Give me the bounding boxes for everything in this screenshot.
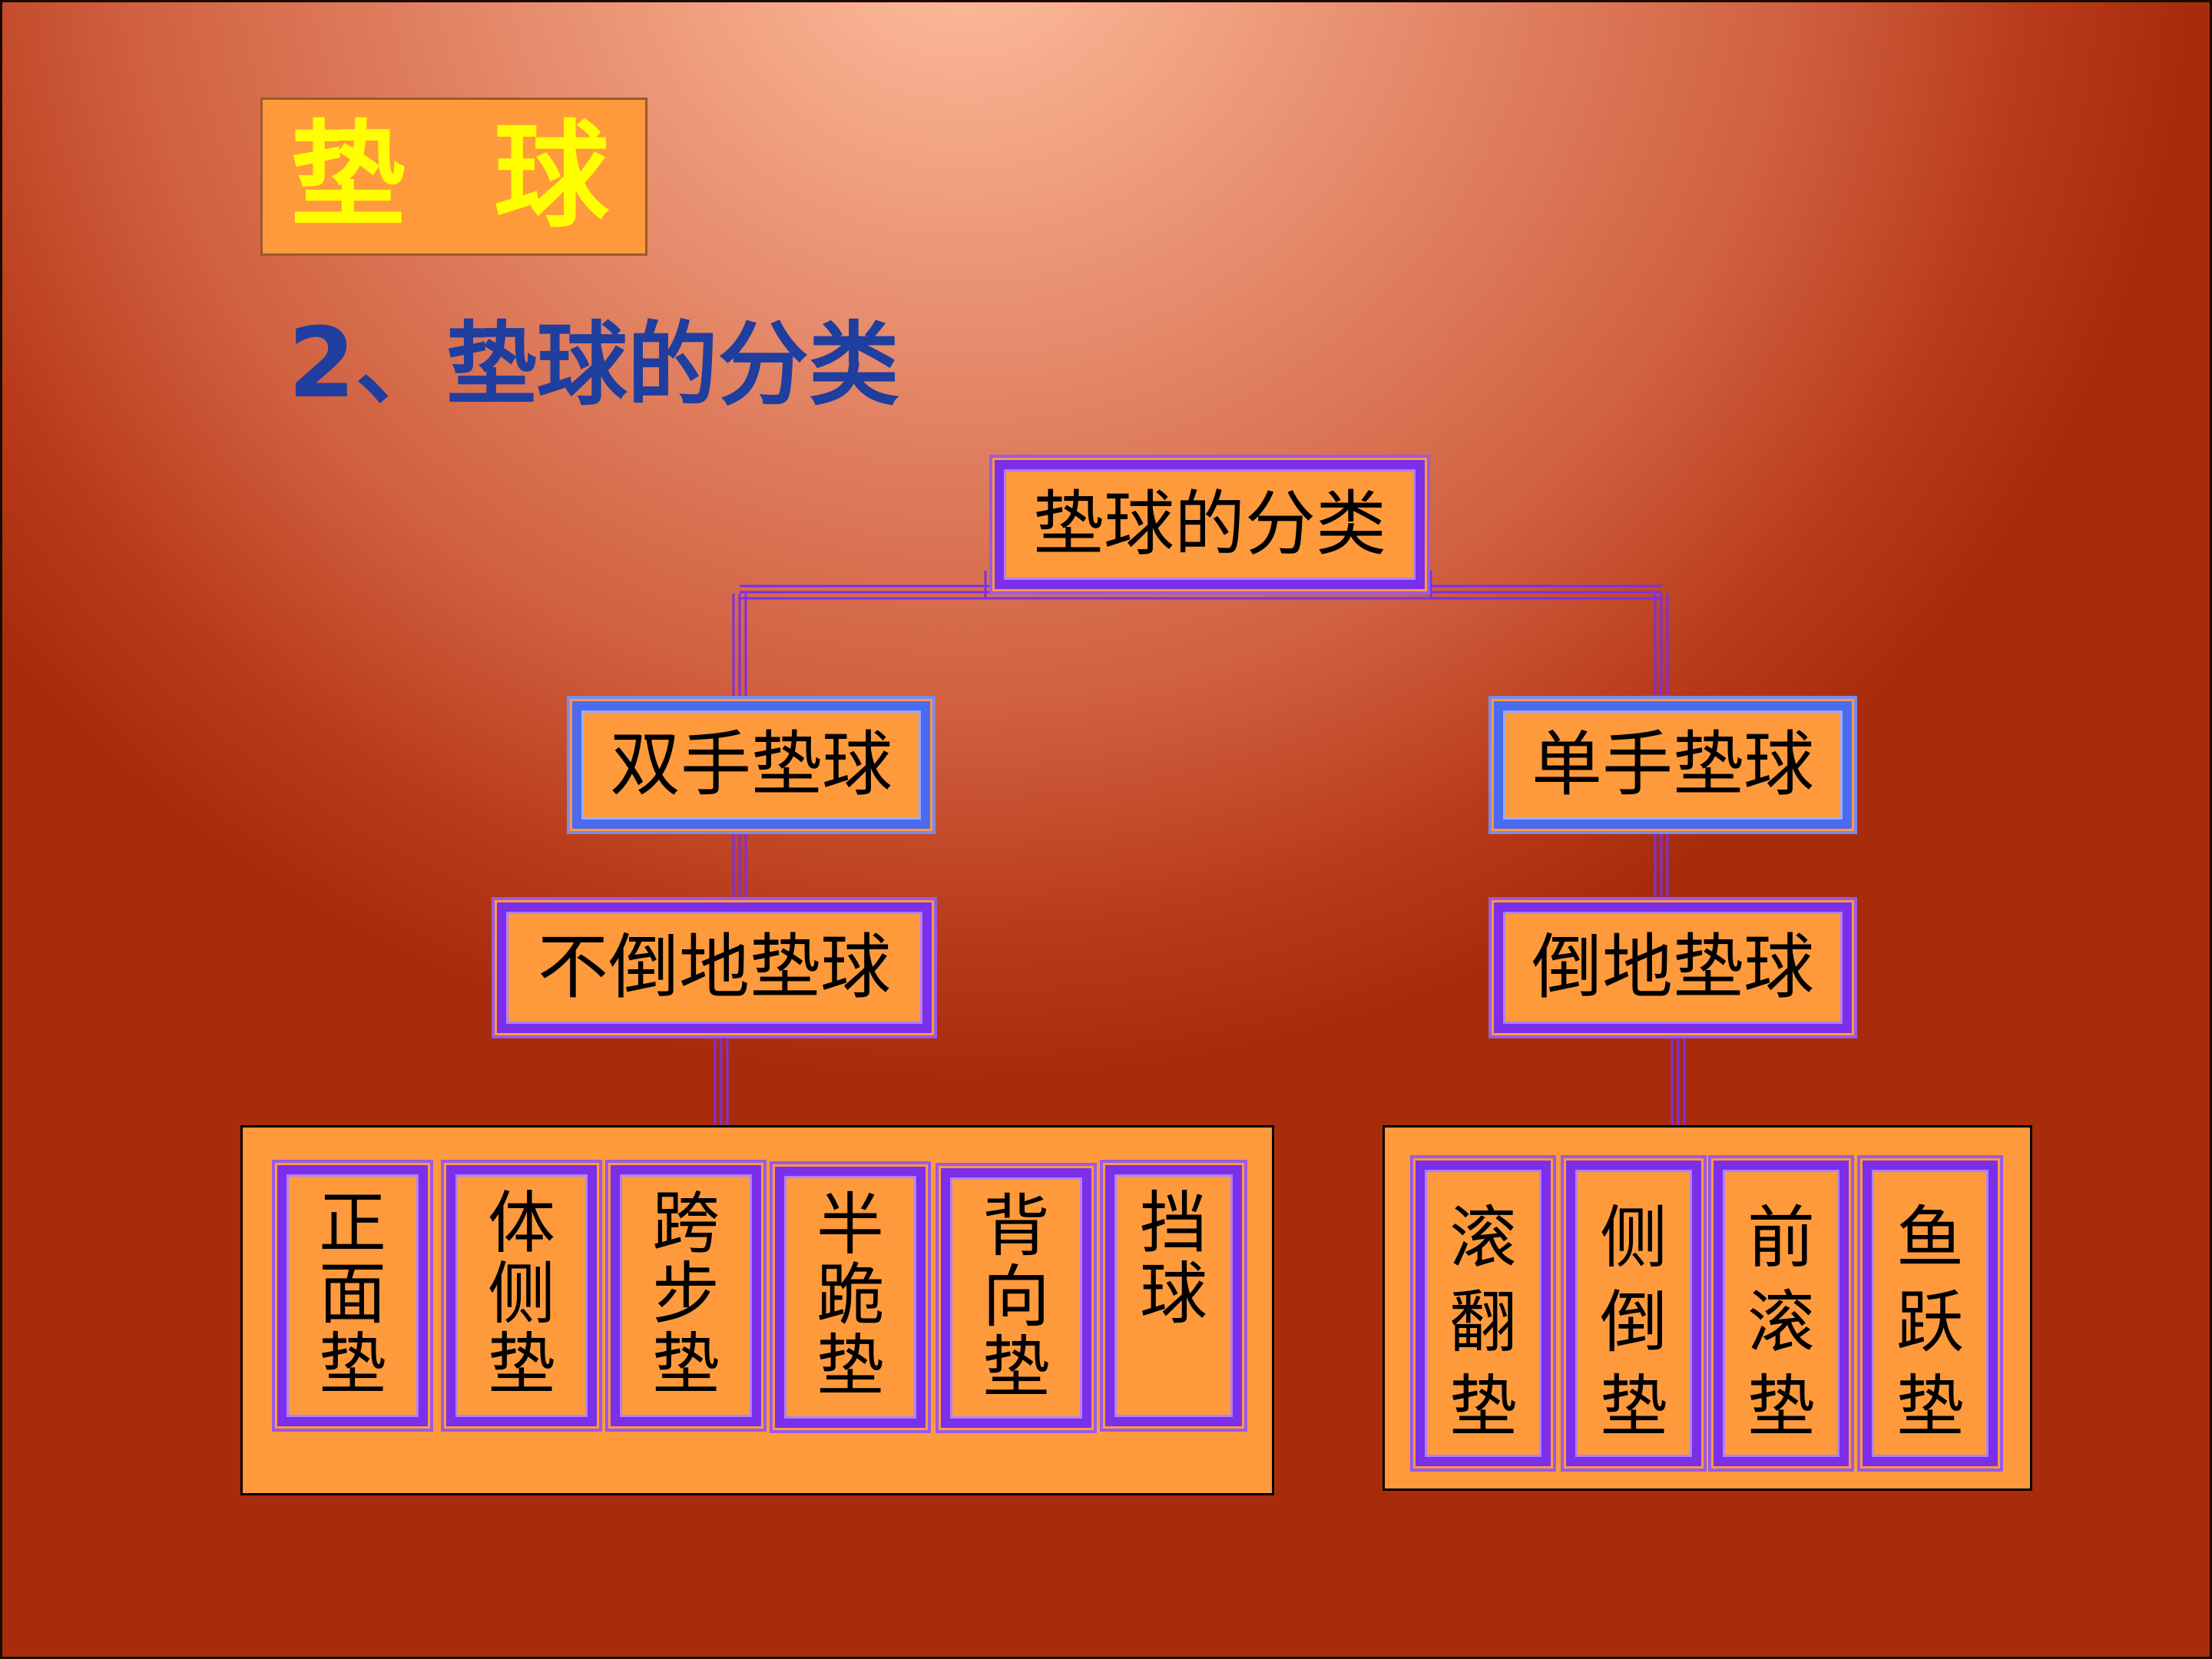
leaf-char: 垫: [1449, 1367, 1517, 1446]
subtitle-number: 2: [288, 306, 356, 419]
right-node-one-hand: 单手垫球: [1494, 701, 1852, 829]
title-box: 垫球: [260, 98, 647, 256]
leaf-roll: 滚 翻 垫: [1416, 1161, 1551, 1466]
leaf-char: 向: [982, 1257, 1050, 1336]
leaf-char: 面: [318, 1254, 386, 1333]
leaf-char: 正: [318, 1184, 386, 1263]
leaf-char: 前: [1747, 1198, 1815, 1277]
leaf-char: 侧: [1599, 1198, 1667, 1277]
leaf-char: 背: [982, 1187, 1050, 1266]
leaf-char: 体: [487, 1184, 555, 1263]
leaf-char: 垫: [1896, 1367, 1964, 1446]
leaf-char: 垫: [318, 1325, 386, 1404]
slide-subtitle: 2、垫球的分类: [288, 306, 899, 421]
subtitle-text: 垫球的分类: [445, 312, 899, 418]
leaf-side: 体 侧 垫: [446, 1165, 597, 1426]
leaf-block: 挡 球: [1105, 1165, 1242, 1426]
leaf-char: 滚: [1747, 1283, 1815, 1362]
leaf-stride: 跨 步 垫: [611, 1165, 761, 1426]
left-node-two-hand: 双手垫球: [572, 701, 930, 829]
left-node-standing: 不倒地垫球: [497, 902, 932, 1033]
leaf-half-kneel: 半 跪 垫: [775, 1167, 926, 1428]
leaf-char: 垫: [1599, 1367, 1667, 1446]
leaf-dive: 鱼 跃 垫: [1863, 1161, 1998, 1466]
leaf-char: 跨: [651, 1184, 720, 1263]
leaf-char: 翻: [1449, 1283, 1517, 1362]
leaf-char: 球: [1139, 1254, 1207, 1333]
leaf-char: 倒: [1599, 1283, 1667, 1362]
leaf-char: 侧: [487, 1254, 555, 1333]
leaf-char: 步: [651, 1254, 720, 1333]
leaf-char: 半: [816, 1185, 884, 1264]
leaf-char: 跃: [1896, 1283, 1964, 1362]
leaf-char: 鱼: [1896, 1198, 1964, 1277]
leaf-front: 正 面 垫: [277, 1165, 428, 1426]
leaf-forward-roll: 前 滚 垫: [1714, 1161, 1849, 1466]
right-node-falling: 倒地垫球: [1494, 902, 1852, 1033]
leaf-backward: 背 向 垫: [941, 1168, 1091, 1428]
leaf-char: 垫: [487, 1325, 555, 1404]
subtitle-separator: 、: [355, 312, 446, 418]
leaf-side-fall: 侧 倒 垫: [1566, 1161, 1701, 1466]
leaf-char: 垫: [816, 1326, 884, 1406]
leaf-char: 垫: [1747, 1367, 1815, 1446]
leaf-char: 滚: [1449, 1198, 1517, 1277]
slide-title: 垫球: [290, 110, 698, 243]
leaf-char: 垫: [651, 1325, 720, 1404]
leaf-char: 垫: [982, 1328, 1050, 1407]
root-node: 垫球的分类: [995, 460, 1425, 589]
leaf-char: 跪: [816, 1256, 884, 1335]
leaf-char: 挡: [1139, 1184, 1207, 1263]
